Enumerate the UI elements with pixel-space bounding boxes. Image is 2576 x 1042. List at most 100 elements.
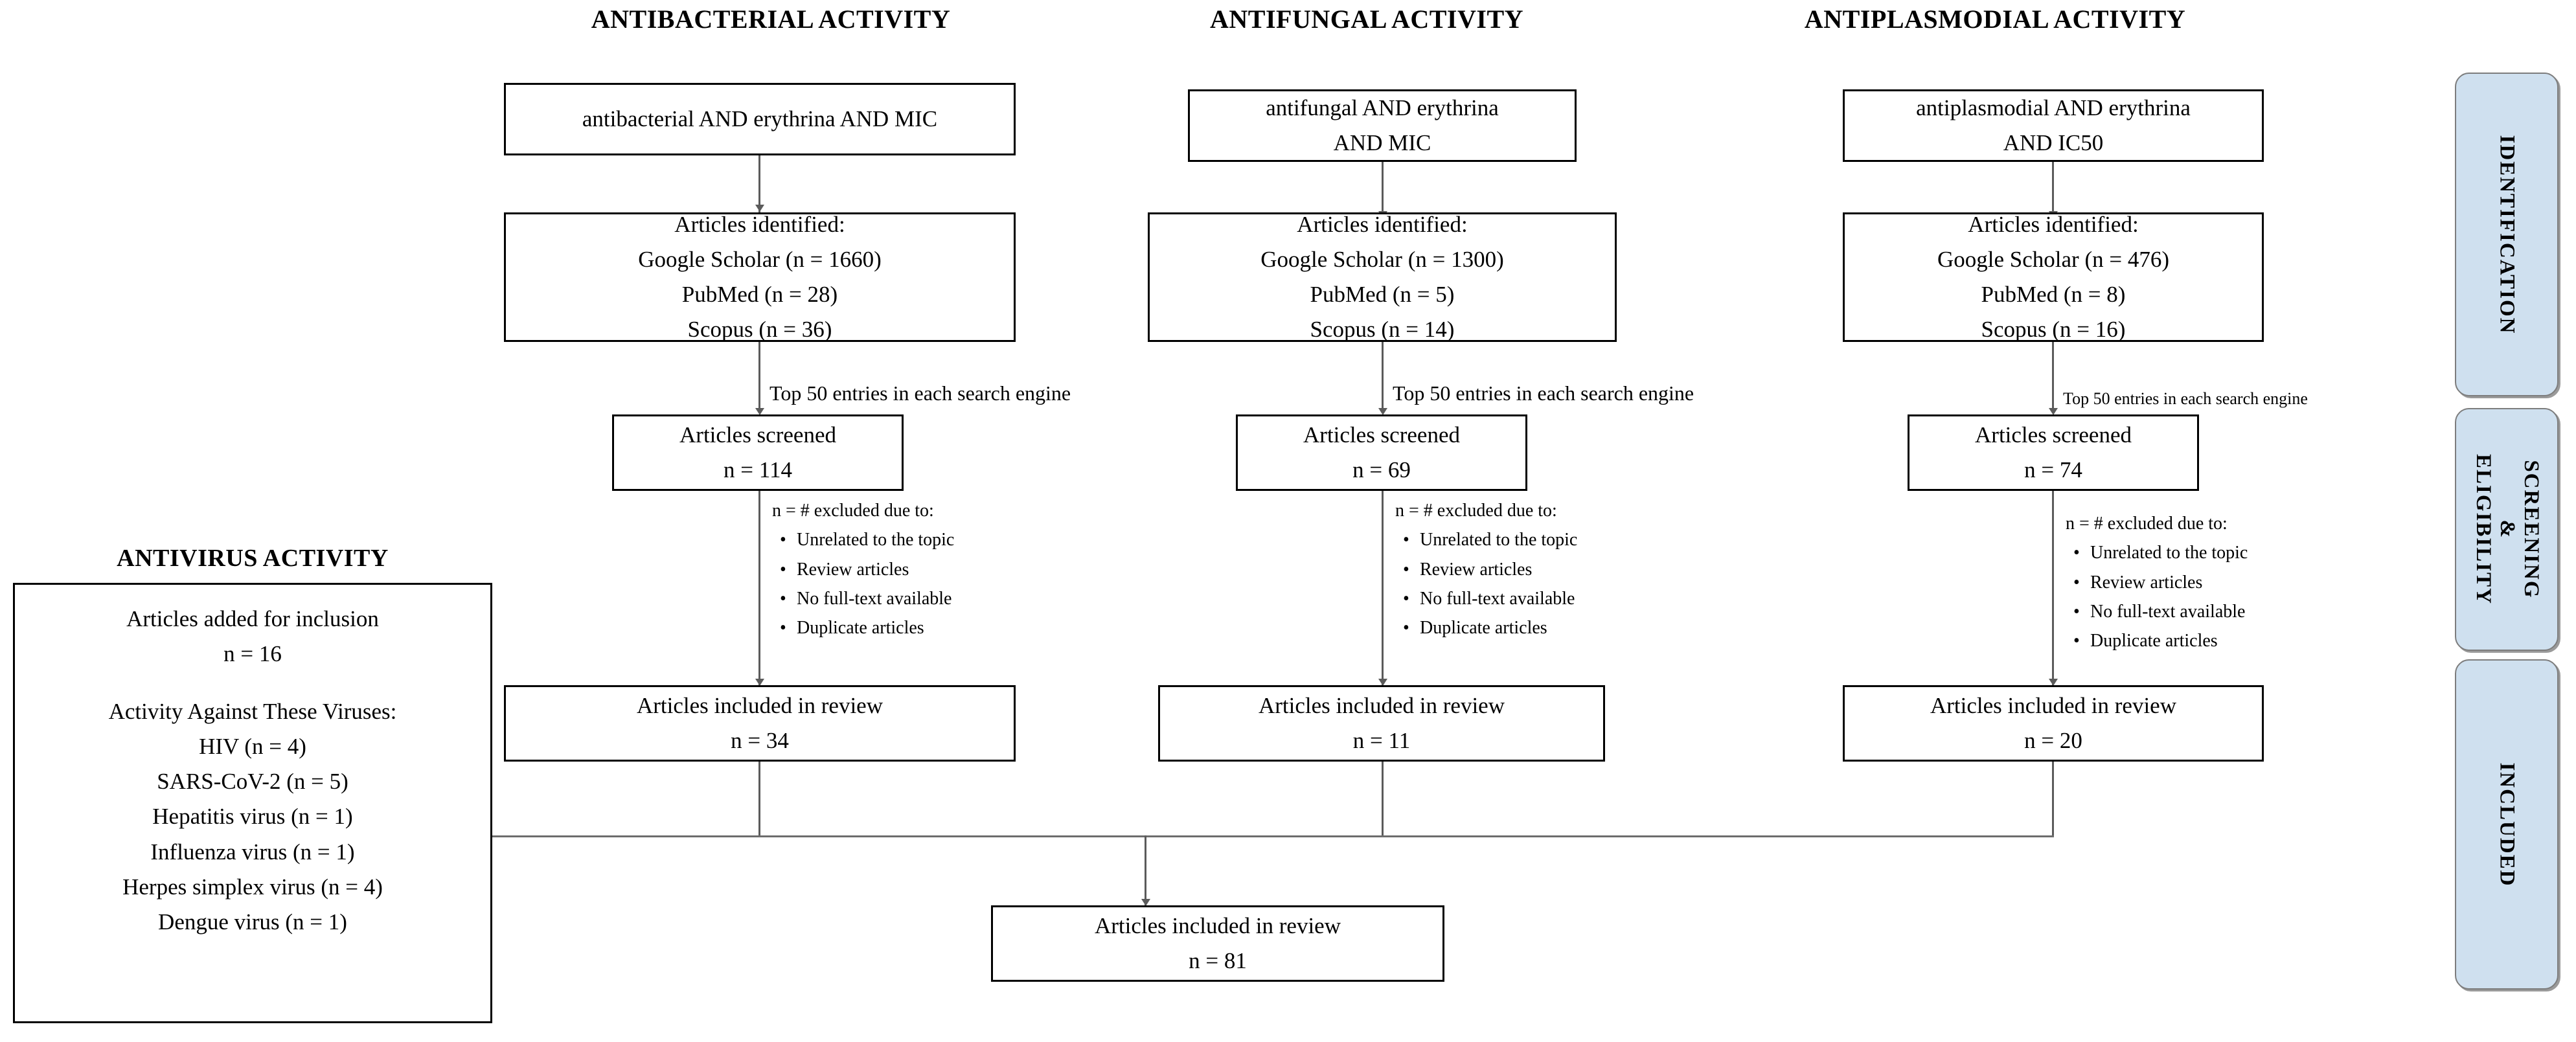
- arrow-identified-to-screened-3: [2049, 408, 2058, 415]
- antivirus-virus-item: SARS-CoV-2 (n = 5): [157, 769, 348, 794]
- column-title-antivirus: ANTIVIRUS ACTIVITY: [117, 545, 389, 572]
- antivirus-virus-item: Dengue virus (n = 1): [158, 909, 347, 934]
- screened-box-antifungal: Articles screened n = 69: [1236, 414, 1527, 491]
- connector-identified-to-screened-3: [2052, 342, 2054, 413]
- arrow-identified-to-screened-1: [755, 408, 764, 415]
- exclusion-reason: Unrelated to the topic: [2073, 538, 2248, 568]
- connector-identified-to-screened-1: [758, 342, 760, 413]
- exclusion-reason: Review articles: [2073, 568, 2248, 598]
- exclusion-list-antibacterial: n = # excluded due to: Unrelated to the …: [772, 496, 954, 643]
- arrow-identified-to-screened-2: [1378, 408, 1387, 415]
- identified-box-antibacterial: Articles identified: Google Scholar (n =…: [504, 212, 1016, 342]
- screened-count: n = 74: [2024, 457, 2082, 482]
- exclusion-reason: No full-text available: [780, 584, 954, 614]
- stage-label-included: INCLUDED: [2495, 762, 2519, 887]
- antivirus-virus-item: Herpes simplex virus (n = 4): [122, 874, 383, 900]
- top-entries-note-antifungal: Top 50 entries in each search engine: [1393, 381, 1694, 405]
- stage-screening-eligibility: SCREENING & ELIGIBILITY: [2455, 408, 2559, 651]
- stage-identification: IDENTIFICATION: [2455, 73, 2559, 396]
- identified-source-google: Google Scholar (n = 476): [1937, 246, 2169, 272]
- identified-source-scopus: Scopus (n = 14): [1310, 317, 1455, 343]
- included-count: n = 34: [731, 728, 789, 753]
- query-line: antifungal AND erythrina: [1266, 95, 1499, 120]
- antivirus-box: Articles added for inclusion n = 16 Acti…: [13, 583, 492, 1023]
- stage-label-screening-eligibility: SCREENING & ELIGIBILITY: [2471, 454, 2543, 605]
- total-included-label: Articles included in review: [1094, 912, 1341, 938]
- stage-included: INCLUDED: [2455, 659, 2559, 990]
- exclusion-reason: Review articles: [780, 555, 954, 585]
- top-entries-note-antibacterial: Top 50 entries in each search engine: [769, 381, 1071, 405]
- identified-header: Articles identified:: [674, 211, 845, 237]
- connector-identified-to-screened-2: [1382, 342, 1384, 413]
- exclusion-reason: Duplicate articles: [1403, 613, 1577, 643]
- exclusion-header: n = # excluded due to:: [2066, 514, 2228, 534]
- screened-count: n = 69: [1352, 457, 1411, 482]
- query-line: antibacterial AND erythrina AND MIC: [582, 106, 938, 131]
- identified-source-scopus: Scopus (n = 16): [1981, 317, 2126, 343]
- identified-header: Articles identified:: [1297, 211, 1468, 237]
- included-label: Articles included in review: [1258, 692, 1505, 718]
- connector-included-to-bus-1: [758, 762, 760, 837]
- screened-label: Articles screened: [679, 422, 836, 447]
- exclusion-reason: Review articles: [1403, 555, 1577, 585]
- connector-screened-to-included-3: [2052, 491, 2054, 685]
- exclusion-reason: No full-text available: [2073, 597, 2248, 627]
- arrow-bus-to-total: [1141, 899, 1150, 906]
- identified-source-google: Google Scholar (n = 1660): [638, 246, 882, 272]
- identified-source-pubmed: PubMed (n = 28): [681, 282, 838, 307]
- exclusion-reason: No full-text available: [1403, 584, 1577, 614]
- merge-bus-horizontal: [492, 835, 2054, 837]
- connector-screened-to-included-1: [758, 491, 760, 685]
- connector-screened-to-included-2: [1382, 491, 1384, 685]
- connector-included-to-bus-2: [1382, 762, 1384, 837]
- arrow-query-to-identified-1: [755, 205, 764, 212]
- connector-query-to-identified-1: [758, 155, 760, 212]
- screened-label: Articles screened: [1303, 422, 1460, 447]
- top-entries-note-antiplasmodial: Top 50 entries in each search engine: [2063, 389, 2308, 408]
- exclusion-list-antifungal: n = # excluded due to: Unrelated to the …: [1395, 496, 1577, 643]
- screened-box-antiplasmodial: Articles screened n = 74: [1908, 414, 2199, 491]
- antivirus-added-count: n = 16: [223, 641, 282, 667]
- antivirus-added-label: Articles added for inclusion: [126, 606, 379, 631]
- exclusion-reason: Unrelated to the topic: [1403, 525, 1577, 555]
- arrow-screened-to-included-3: [2049, 679, 2058, 686]
- included-count: n = 11: [1352, 728, 1411, 753]
- query-box-antiplasmodial: antiplasmodial AND erythrina AND IC50: [1843, 89, 2264, 162]
- stage-label-identification: IDENTIFICATION: [2495, 135, 2519, 334]
- exclusion-list-antiplasmodial: n = # excluded due to: Unrelated to the …: [2066, 509, 2248, 656]
- included-box-antifungal: Articles included in review n = 11: [1158, 685, 1605, 762]
- antivirus-virus-item: Influenza virus (n = 1): [150, 839, 355, 865]
- exclusion-reason: Duplicate articles: [2073, 626, 2248, 656]
- screened-box-antibacterial: Articles screened n = 114: [612, 414, 904, 491]
- identified-box-antiplasmodial: Articles identified: Google Scholar (n =…: [1843, 212, 2264, 342]
- antivirus-viruses-header: Activity Against These Viruses:: [108, 698, 397, 724]
- identified-header: Articles identified:: [1968, 211, 2139, 237]
- identified-box-antifungal: Articles identified: Google Scholar (n =…: [1148, 212, 1617, 342]
- connector-bus-to-total: [1145, 835, 1146, 905]
- arrow-screened-to-included-1: [755, 679, 764, 686]
- column-title-antibacterial: ANTIBACTERIAL ACTIVITY: [591, 5, 951, 34]
- screened-count: n = 114: [724, 457, 792, 482]
- exclusion-reason: Unrelated to the topic: [780, 525, 954, 555]
- connector-query-to-identified-2: [1382, 162, 1384, 219]
- exclusion-reason: Duplicate articles: [780, 613, 954, 643]
- total-included-box: Articles included in review n = 81: [991, 905, 1444, 982]
- connector-query-to-identified-3: [2052, 162, 2054, 219]
- connector-included-to-bus-3: [2052, 762, 2054, 837]
- antivirus-virus-item: Hepatitis virus (n = 1): [152, 804, 353, 830]
- query-box-antifungal: antifungal AND erythrina AND MIC: [1188, 89, 1577, 162]
- query-line: antiplasmodial AND erythrina: [1916, 95, 2191, 120]
- column-title-antiplasmodial: ANTIPLASMODIAL ACTIVITY: [1804, 5, 2186, 34]
- screened-label: Articles screened: [1975, 422, 2132, 447]
- exclusion-header: n = # excluded due to:: [772, 501, 934, 521]
- query-line: AND IC50: [2003, 130, 2104, 155]
- included-box-antiplasmodial: Articles included in review n = 20: [1843, 685, 2264, 762]
- exclusion-header: n = # excluded due to:: [1395, 501, 1557, 521]
- query-line: AND MIC: [1333, 130, 1431, 155]
- total-included-count: n = 81: [1189, 948, 1247, 973]
- identified-source-pubmed: PubMed (n = 8): [1981, 282, 2126, 307]
- query-box-antibacterial: antibacterial AND erythrina AND MIC: [504, 83, 1016, 155]
- arrow-screened-to-included-2: [1378, 679, 1387, 686]
- included-count: n = 20: [2024, 728, 2082, 753]
